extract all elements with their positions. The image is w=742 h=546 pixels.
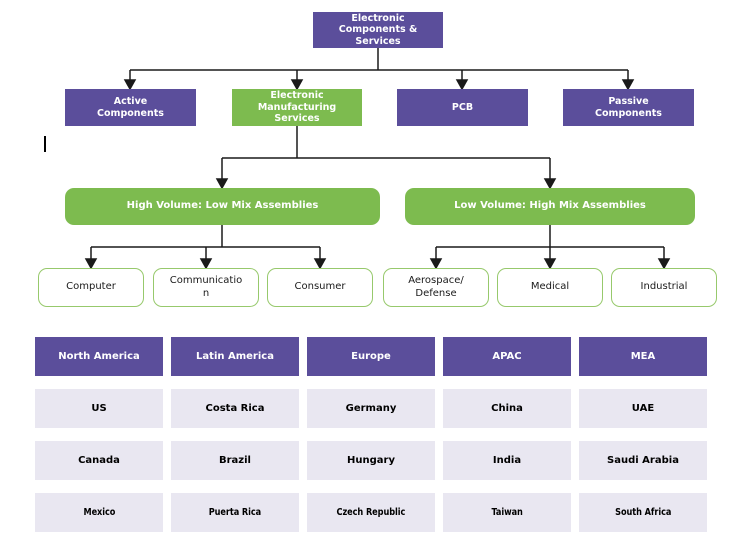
table-cell-label: Mexico [83, 507, 115, 518]
region-header-apac: APAC [443, 337, 571, 376]
region-header-europe: Europe [307, 337, 435, 376]
node-medical: Medical [497, 268, 603, 307]
region-header-latin-america: Latin America [171, 337, 299, 376]
table-cell: Hungary [307, 441, 435, 480]
node-electronic-manufacturing-services: Electronic Manufacturing Services [232, 89, 362, 126]
table-cell: UAE [579, 389, 707, 428]
table-cell: Brazil [171, 441, 299, 480]
table-cell: US [35, 389, 163, 428]
table-cell: Saudi Arabia [579, 441, 707, 480]
node-aerospace-defense: Aerospace/ Defense [383, 268, 489, 307]
region-header-north-america: North America [35, 337, 163, 376]
node-industrial: Industrial [611, 268, 717, 307]
node-root: Electronic Components & Services [313, 12, 443, 48]
table-cell-label: South Africa [614, 507, 672, 518]
node-communication-label: Communication [169, 275, 243, 299]
region-header-mea: MEA [579, 337, 707, 376]
table-cell-label: Czech Republic [336, 507, 406, 518]
node-consumer: Consumer [267, 268, 373, 307]
table-cell-label: Taiwan [491, 507, 523, 518]
table-cell: Mexico [35, 493, 163, 532]
table-cell: Czech Republic [307, 493, 435, 532]
node-communication: Communication [153, 268, 259, 307]
stray-vertical-mark [44, 136, 46, 152]
table-cell: Costa Rica [171, 389, 299, 428]
node-low-volume-high-mix: Low Volume: High Mix Assemblies [405, 188, 695, 225]
regions-table: North America Latin America Europe APAC … [35, 337, 707, 532]
node-pcb: PCB [397, 89, 528, 126]
node-high-volume-low-mix: High Volume: Low Mix Assemblies [65, 188, 380, 225]
table-cell: Puerta Rica [171, 493, 299, 532]
node-computer: Computer [38, 268, 144, 307]
table-cell: Taiwan [443, 493, 571, 532]
table-cell: Canada [35, 441, 163, 480]
table-cell: China [443, 389, 571, 428]
table-cell: South Africa [579, 493, 707, 532]
table-cell: Germany [307, 389, 435, 428]
table-cell: India [443, 441, 571, 480]
table-cell-label: Puerta Rica [208, 507, 262, 518]
node-passive-components: Passive Components [563, 89, 694, 126]
node-active-components: Active Components [65, 89, 196, 126]
